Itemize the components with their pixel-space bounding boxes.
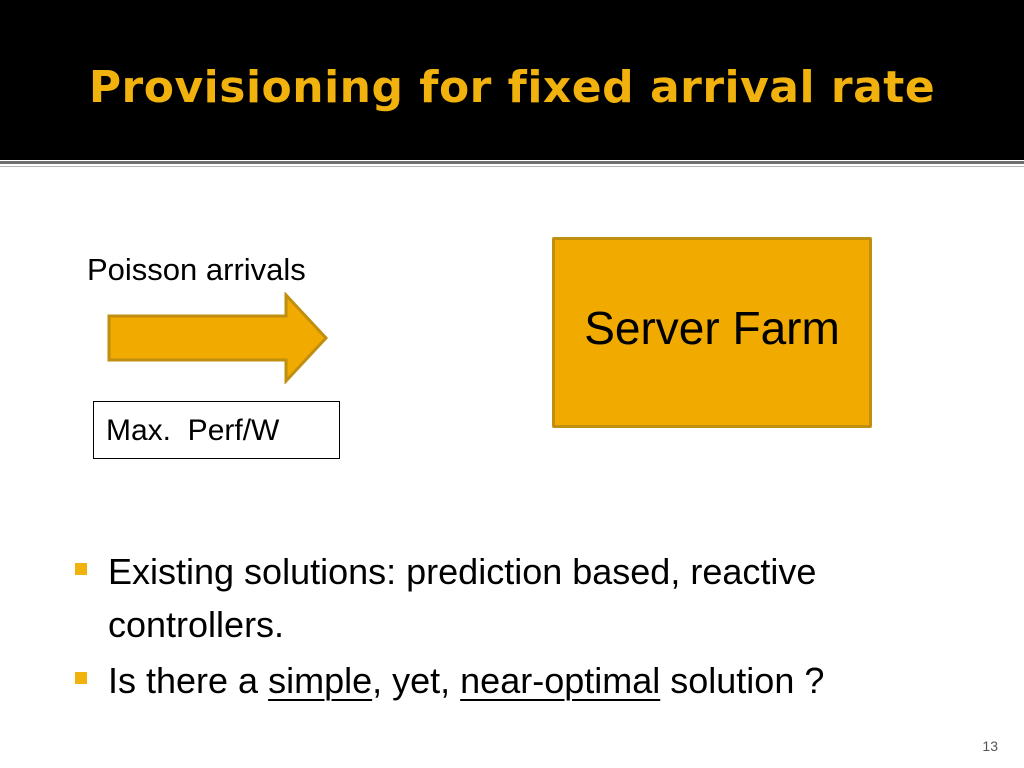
objective-box: Max. Perf/W (93, 401, 340, 459)
bullet-text-prefix: Is there a (108, 660, 269, 701)
emphasis-simple: simple (268, 660, 373, 701)
slide-title: Provisioning for fixed arrival rate (88, 62, 936, 113)
bullet-list: Existing solutions: prediction based, re… (72, 545, 972, 707)
square-bullet-icon (75, 672, 87, 684)
emphasis-near-optimal: near-optimal (460, 660, 661, 701)
title-bar (0, 0, 1024, 160)
title-divider (0, 161, 1024, 164)
bullet-item: Existing solutions: prediction based, re… (72, 545, 972, 651)
bullet-text-suffix: solution ? (660, 660, 825, 701)
bullet-item: Is there a simple, yet, near-optimal sol… (72, 654, 972, 707)
bullet-text-middle: , yet, (372, 660, 461, 701)
title-divider-thin (0, 166, 1024, 167)
server-farm-box: Server Farm (552, 237, 872, 428)
page-number: 13 (982, 738, 998, 754)
bullet-text: Existing solutions: prediction based, re… (108, 551, 817, 645)
right-arrow-icon (107, 292, 329, 384)
square-bullet-icon (75, 563, 87, 575)
server-farm-label: Server Farm (584, 301, 840, 354)
poisson-arrivals-label: Poisson arrivals (87, 252, 306, 287)
objective-label: Max. Perf/W (106, 414, 280, 447)
